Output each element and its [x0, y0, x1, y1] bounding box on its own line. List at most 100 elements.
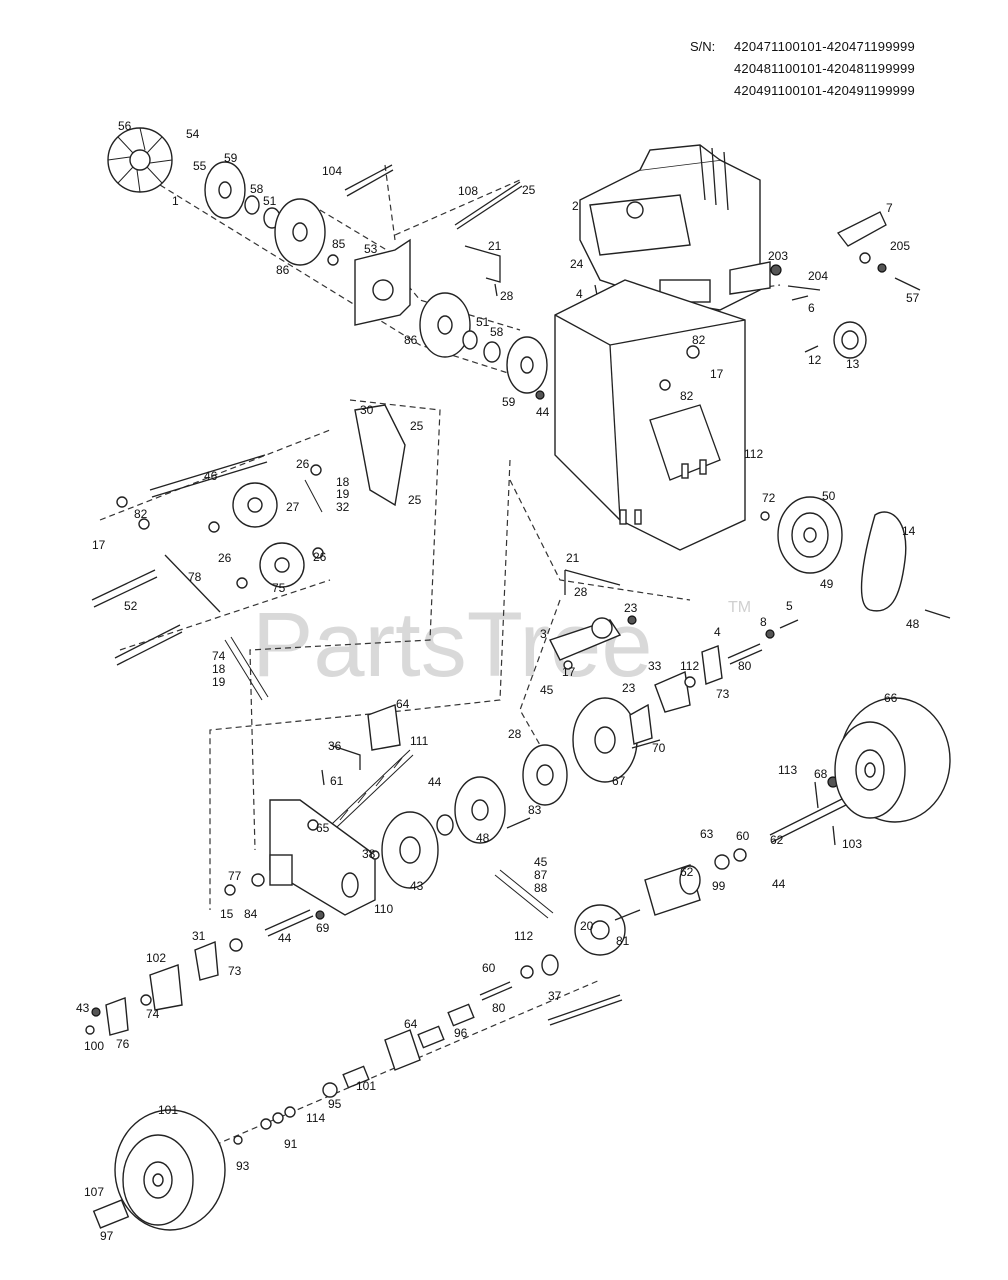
part-callout: 88	[534, 881, 548, 895]
part-callout: 8	[760, 615, 767, 629]
part-callout: 51	[476, 315, 490, 329]
part-callout: 102	[146, 951, 166, 965]
frame-housing	[554, 279, 746, 551]
rod-108	[454, 181, 521, 226]
part-callout: 69	[316, 921, 330, 935]
pulley-50	[760, 496, 843, 574]
part-callout: 103	[842, 837, 862, 851]
part-callout: 48	[476, 831, 490, 845]
axle-103	[714, 776, 853, 870]
part-callout: 5	[786, 599, 793, 613]
part-callout: 80	[738, 659, 752, 673]
part-callout: 83	[528, 803, 542, 817]
part-callout: 23	[622, 681, 636, 695]
part-callout: 7	[886, 201, 893, 215]
serial-range-1: 420471100101-420471199999	[734, 39, 915, 54]
part-callout: 44	[536, 405, 550, 419]
part-callout: 57	[906, 291, 920, 305]
part-callout: 3	[540, 627, 547, 641]
part-callout: 53	[364, 242, 378, 256]
part-callout: 43	[76, 1001, 90, 1015]
part-callout: 44	[278, 931, 292, 945]
part-callout: 50	[822, 489, 836, 503]
part-callout: 17	[92, 538, 106, 552]
part-callout: 101	[356, 1079, 376, 1093]
part-callout: 18	[212, 662, 226, 676]
part-callout: 28	[500, 289, 514, 303]
part-callout: 54	[186, 127, 200, 141]
serial-number-label: S/N:	[690, 39, 716, 54]
part-callout: 86	[276, 263, 290, 277]
part-callout: 86	[404, 333, 418, 347]
lower-left-bearing-assembly	[85, 873, 325, 1036]
part-callout: 25	[410, 419, 424, 433]
pulley-13	[804, 321, 867, 359]
part-callout: 52	[124, 599, 138, 613]
part-callout: 114	[306, 1111, 325, 1125]
part-callout: 76	[116, 1037, 130, 1051]
right-bearing-assembly	[654, 619, 799, 713]
part-callout: 66	[884, 691, 898, 705]
chain-87	[494, 869, 554, 919]
part-callout: 17	[562, 665, 576, 679]
part-callout: 38	[362, 847, 376, 861]
part-callout: 1	[172, 194, 179, 208]
part-callout: 107	[84, 1185, 104, 1199]
part-callout: 64	[404, 1017, 418, 1031]
part-callout: 26	[296, 457, 310, 471]
part-callout: 24	[570, 257, 584, 271]
wheel-113	[834, 697, 951, 823]
part-callout: 78	[188, 570, 202, 584]
part-callout: 63	[700, 827, 714, 841]
part-callout: 45	[534, 855, 548, 869]
rod-104	[344, 164, 393, 191]
part-callout: 82	[692, 333, 706, 347]
lower-axle-parts	[233, 954, 623, 1145]
upper-bearing-plates	[204, 161, 548, 400]
part-callout: 99	[712, 879, 726, 893]
part-callout: 112	[744, 447, 763, 461]
part-callout: 58	[490, 325, 504, 339]
part-callout: 56	[118, 119, 132, 133]
part-callout: 44	[428, 775, 442, 789]
part-callout: 4	[714, 625, 721, 639]
part-callout: 81	[616, 934, 630, 948]
part-callout: 26	[218, 551, 232, 565]
part-callout: 48	[906, 617, 920, 631]
part-callout: 60	[736, 829, 750, 843]
part-callout: 112	[680, 659, 699, 673]
part-callout: 70	[652, 741, 666, 755]
part-callout: 104	[322, 164, 342, 178]
part-callout: 32	[336, 500, 350, 514]
part-callout: 111	[410, 734, 429, 748]
part-callout: 37	[548, 989, 562, 1003]
part-callout: 64	[396, 697, 410, 711]
bracket-111	[367, 704, 401, 751]
part-callout: 15	[220, 907, 234, 921]
part-callout: 49	[820, 577, 834, 591]
upper-chain-assembly	[91, 404, 406, 701]
part-callout: 59	[224, 151, 238, 165]
part-callout: 21	[488, 239, 502, 253]
part-callout: 93	[236, 1159, 250, 1173]
fan-impeller	[107, 127, 173, 193]
part-callout: 6	[808, 301, 815, 315]
part-callout: 87	[534, 868, 548, 882]
part-callout: 101	[158, 1103, 178, 1117]
part-callout: 113	[778, 763, 797, 777]
part-callout: 73	[228, 964, 242, 978]
part-callout: 28	[574, 585, 588, 599]
belt-14	[860, 511, 907, 612]
part-callout: 62	[680, 865, 694, 879]
part-callout: 20	[580, 919, 594, 933]
serial-number-block: S/N: 420471100101-420471199999 420481100…	[690, 36, 915, 102]
part-callout: 4	[576, 287, 583, 301]
part-callout: 36	[328, 739, 342, 753]
part-callout: 112	[514, 929, 533, 943]
watermark-trademark: TM	[728, 599, 751, 616]
part-callout: 25	[522, 183, 536, 197]
part-callout: 203	[768, 249, 788, 263]
part-callout: 27	[286, 500, 300, 514]
engine-hardware	[594, 211, 921, 301]
